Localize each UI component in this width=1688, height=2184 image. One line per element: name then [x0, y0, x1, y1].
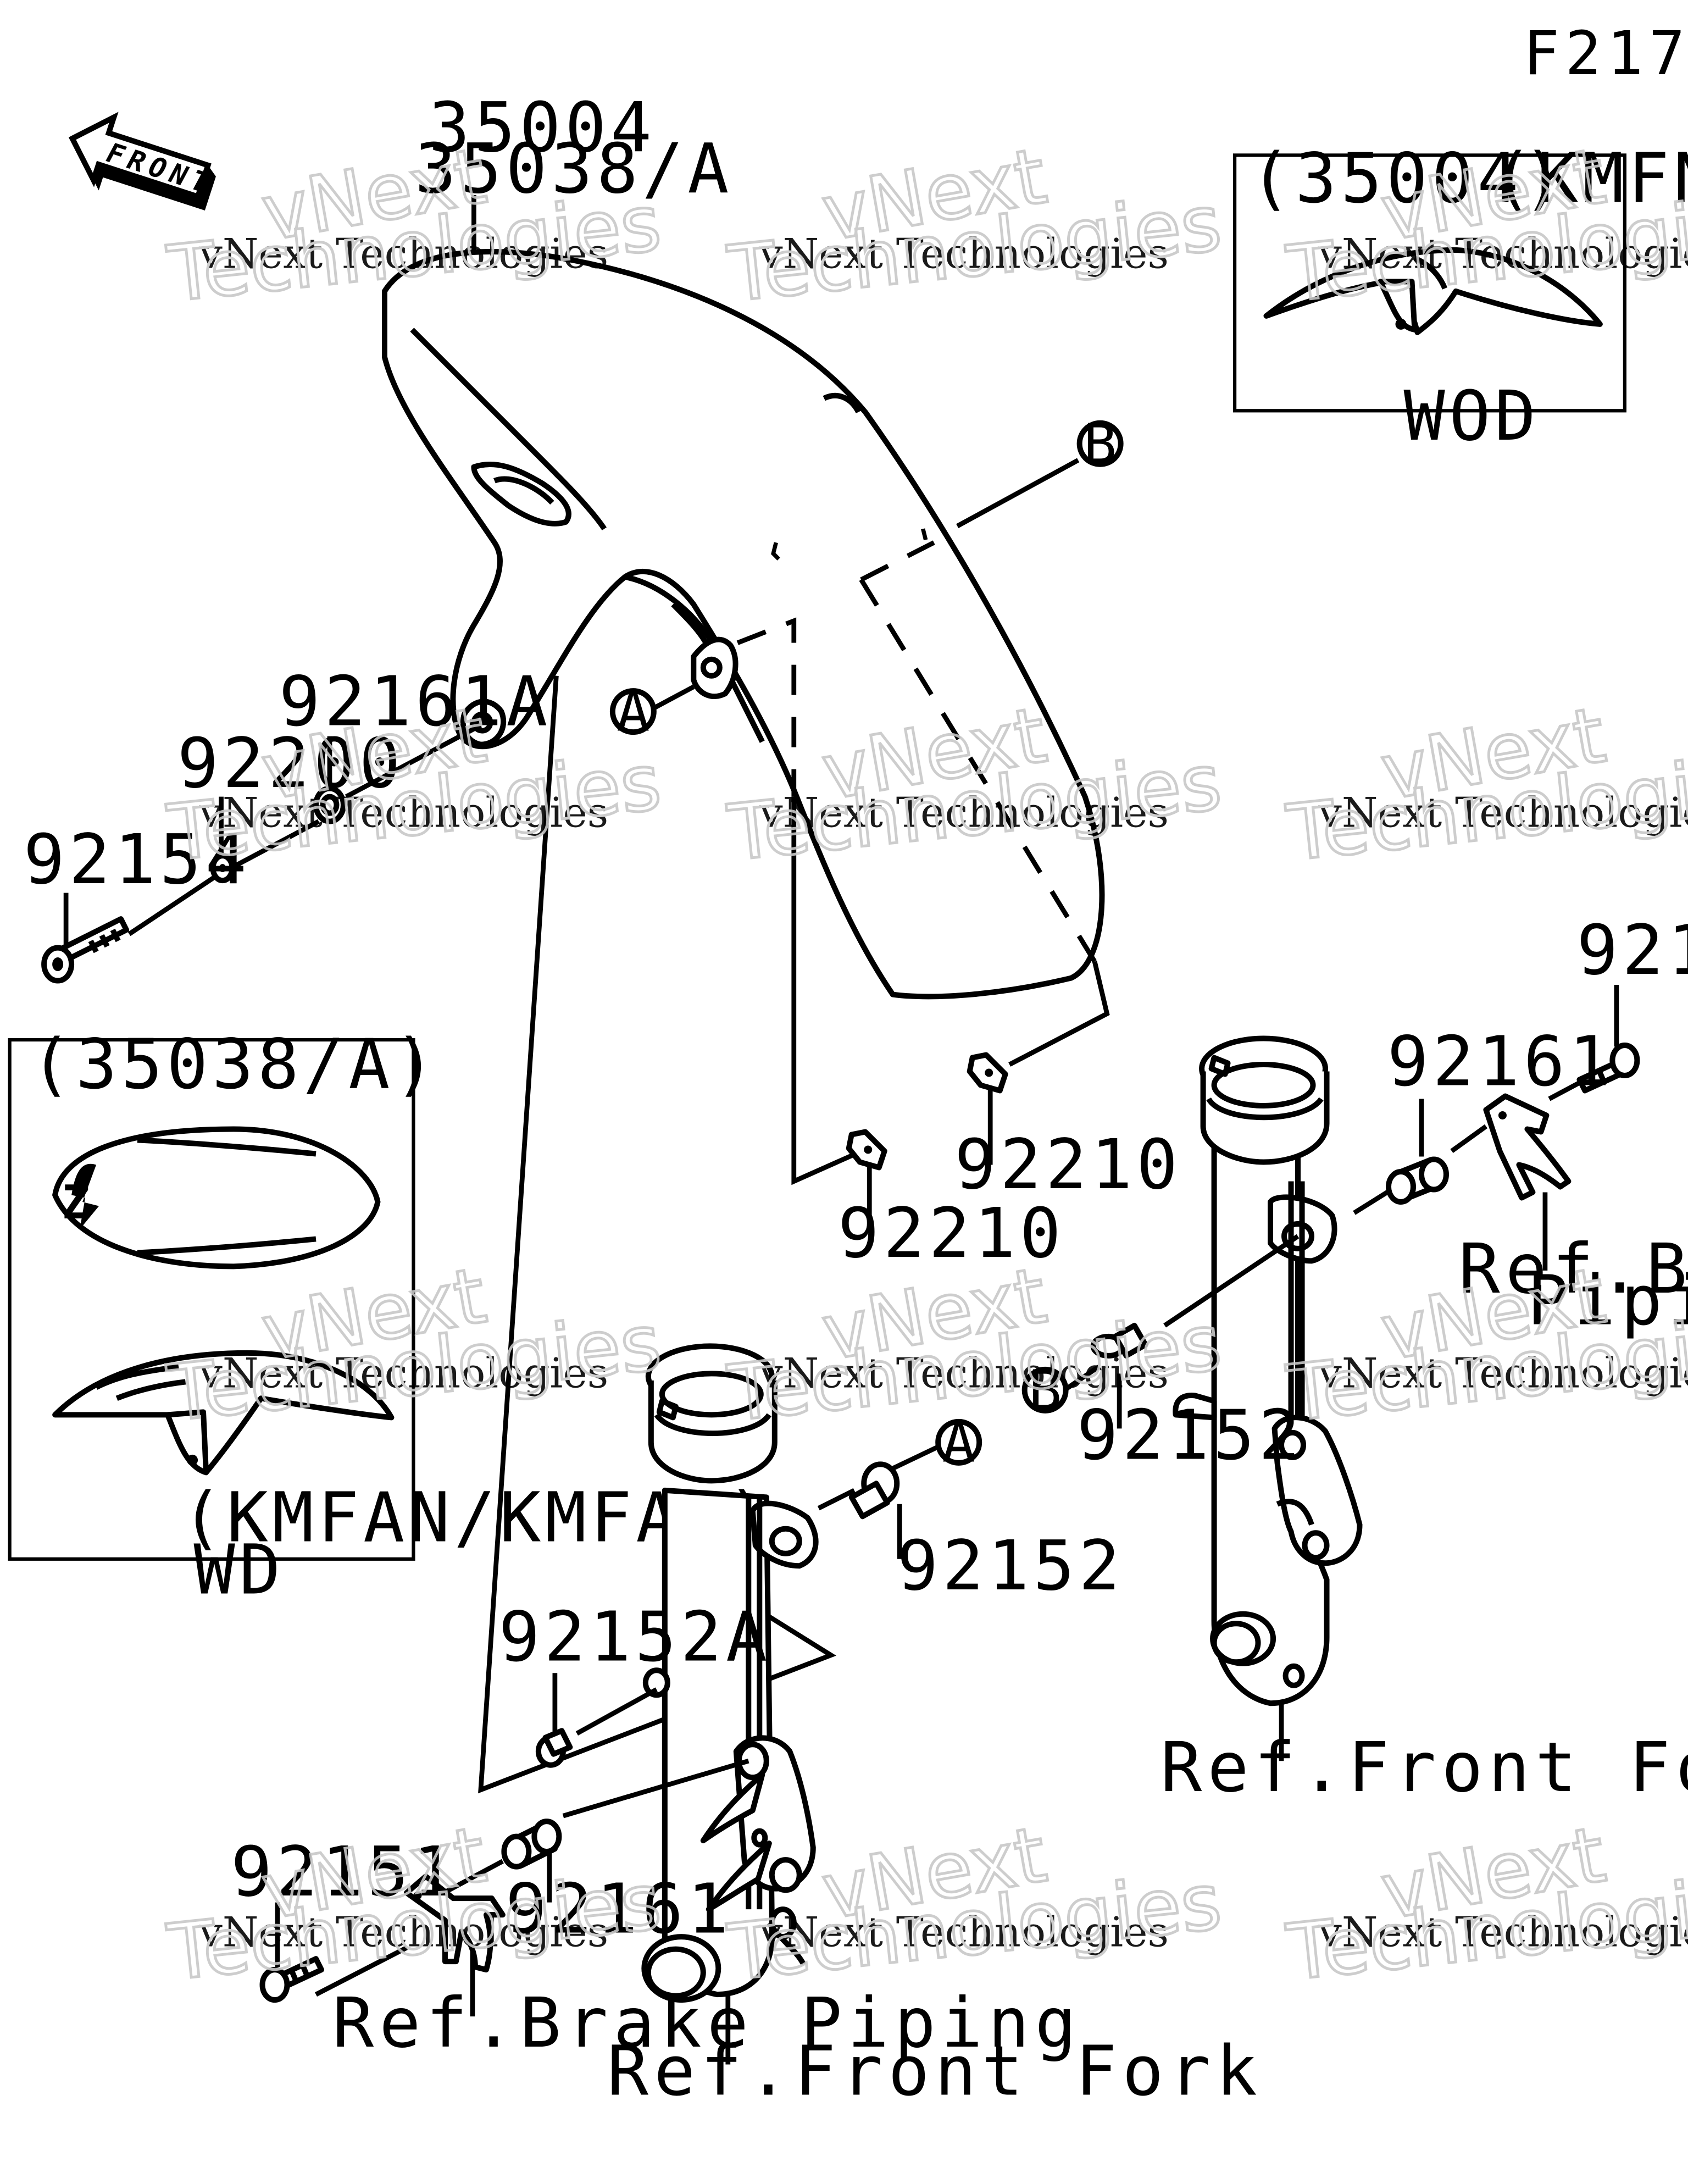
- label-92152A: 92152A: [498, 1598, 771, 1677]
- ref-front-fork-right: Ref.Front Fork: [1160, 1728, 1688, 1808]
- svg-text:A: A: [617, 680, 649, 744]
- callout-a-fender: A: [609, 680, 657, 744]
- svg-text:vNext Technologies: vNext Technologies: [199, 1349, 609, 1397]
- fork-left: [641, 1343, 819, 2003]
- svg-text:B: B: [1084, 412, 1117, 476]
- svg-text:vNext Technologies: vNext Technologies: [1318, 229, 1688, 278]
- svg-text:vNext Technologies: vNext Technologies: [759, 229, 1169, 278]
- label-92151-left: 92151: [231, 1832, 458, 1912]
- front-arrow-icon: FRONT: [68, 112, 220, 210]
- svg-text:vNext Technologies: vNext Technologies: [199, 1908, 609, 1956]
- label-92161-left: 92161: [506, 1870, 733, 1949]
- ref-brake-piping-left: Ref.Brake Piping: [332, 1983, 1082, 2063]
- svg-text:vNext Technologies: vNext Technologies: [199, 229, 609, 278]
- bolt-92152-a: [848, 1461, 900, 1520]
- nut-clip-center: [846, 1129, 887, 1171]
- label-92210-right: 92210: [954, 1125, 1182, 1205]
- inset-wod-model: (KMFNN): [1491, 138, 1688, 218]
- inset-wod-caption: WOD: [1403, 376, 1540, 456]
- guide-dash-2: [859, 578, 1097, 963]
- grommet-92161A: [313, 785, 346, 824]
- bolt-92151-left: [259, 1956, 324, 2003]
- svg-text:vNext Technologies: vNext Technologies: [759, 1908, 1169, 1956]
- label-92154: 92154: [24, 820, 251, 900]
- callout-b-fork: B: [1021, 1358, 1069, 1422]
- inset-wd: (35038/A) Z (KMFAN/KMFAL) WD: [8, 1025, 768, 1610]
- label-35038A: 35038/A: [415, 129, 733, 209]
- inset-wod-part: (35004): [1250, 138, 1568, 218]
- guide-dash-1: [860, 540, 935, 582]
- brake-bracket-left: [403, 1873, 506, 1973]
- ref-front-fork-left: Ref.Front Fork: [607, 2032, 1263, 2111]
- label-92161-right: 92161: [1387, 1022, 1615, 1102]
- svg-text:vNext Technologies: vNext Technologies: [759, 1349, 1169, 1397]
- washer-92200: [210, 853, 235, 884]
- svg-text:vNext Technologies: vNext Technologies: [1318, 1908, 1688, 1956]
- fork-right: [1173, 1035, 1363, 1706]
- callout-b-fender: B: [1076, 412, 1124, 476]
- svg-text:vNext Technologies: vNext Technologies: [759, 789, 1169, 837]
- collar-92161-right: [1386, 1156, 1449, 1205]
- inset-wd-caption: WD: [194, 1530, 285, 1610]
- bolt-92151-right: [1576, 1043, 1640, 1094]
- svg-text:vNext Technologies: vNext Technologies: [1318, 789, 1688, 837]
- svg-text:B: B: [1029, 1358, 1062, 1422]
- ref-brake-piping-right-1: Ref.Brake: [1458, 1229, 1688, 1309]
- inset-wd-part: (35038/A): [30, 1025, 440, 1105]
- label-92210-center: 92210: [838, 1194, 1065, 1273]
- callout-a-fork: A: [935, 1410, 982, 1475]
- inset-wod: (35004) (KMFNN) WOD: [1232, 138, 1688, 456]
- bolt-92152A: [535, 1728, 573, 1768]
- diagram-code: F2171: [1523, 18, 1688, 88]
- svg-text:vNext Technologies: vNext Technologies: [1318, 1349, 1688, 1397]
- label-35004: 35004: [429, 88, 656, 168]
- label-92152-a: 92152: [897, 1526, 1124, 1606]
- bolt-92154: [41, 916, 130, 984]
- guide-dash-3: [736, 617, 797, 797]
- label-92200: 92200: [177, 724, 405, 803]
- brake-bracket-right: [1483, 1093, 1572, 1201]
- nut-clip-right: [967, 1052, 1008, 1094]
- collar-92161-left: [501, 1819, 562, 1870]
- ref-brake-piping-right-2: Piping: [1527, 1261, 1688, 1340]
- label-92151-right: 92151: [1576, 911, 1688, 990]
- front-fender: [381, 248, 1105, 1000]
- svg-text:A: A: [942, 1410, 975, 1475]
- z-logo: Z: [62, 1176, 90, 1230]
- label-92152-b: 92152: [1077, 1395, 1304, 1475]
- svg-text:vNext Technologies: vNext Technologies: [199, 789, 609, 837]
- bolt-92152-b: [1090, 1322, 1148, 1359]
- label-92161A: 92161A: [279, 662, 552, 742]
